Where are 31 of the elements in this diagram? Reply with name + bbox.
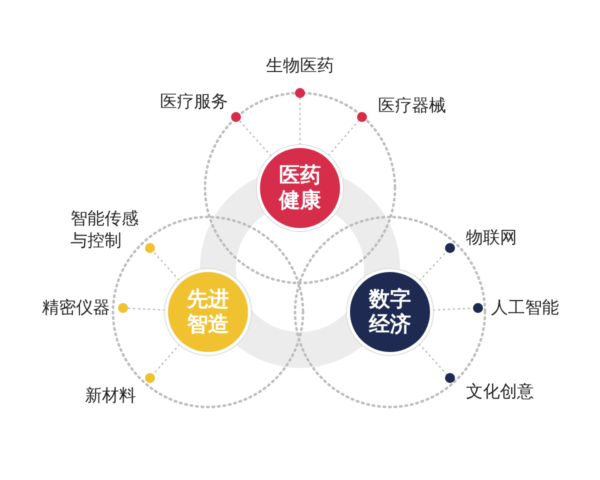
marker-dot [357, 112, 367, 122]
leader-line [299, 98, 301, 145]
topic-circle [257, 145, 343, 231]
marker-dot [118, 303, 128, 313]
marker-dot [445, 243, 455, 253]
field-label: 物联网 [466, 226, 517, 250]
leader-line [152, 344, 180, 375]
field-label: 新材料 [85, 384, 136, 408]
leader-line [418, 251, 448, 282]
field-label: 智能传感与控制 [70, 208, 140, 252]
marker-dot [231, 112, 241, 122]
topic-text: 数字经济 [368, 286, 412, 338]
field-label: 文化创意 [466, 380, 534, 404]
marker-dot [473, 303, 483, 313]
marker-dot [445, 373, 455, 383]
field-label: 人工智能 [491, 296, 559, 320]
topic-text: 先进智造 [186, 286, 230, 338]
field-label: 医疗服务 [160, 90, 228, 114]
topic-circle [165, 269, 251, 355]
leader-line [152, 251, 180, 281]
topic-circle [347, 269, 433, 355]
field-label: 医疗器械 [378, 94, 446, 118]
leader-line [328, 120, 360, 156]
marker-dot [295, 88, 305, 98]
field-label: 精密仪器 [42, 296, 110, 320]
marker-dot [145, 373, 155, 383]
field-label: 生物医药 [266, 54, 334, 78]
topic-text: 医药健康 [278, 162, 322, 214]
marker-dot [145, 243, 155, 253]
leader-line [238, 120, 272, 156]
leader-line [418, 343, 448, 375]
